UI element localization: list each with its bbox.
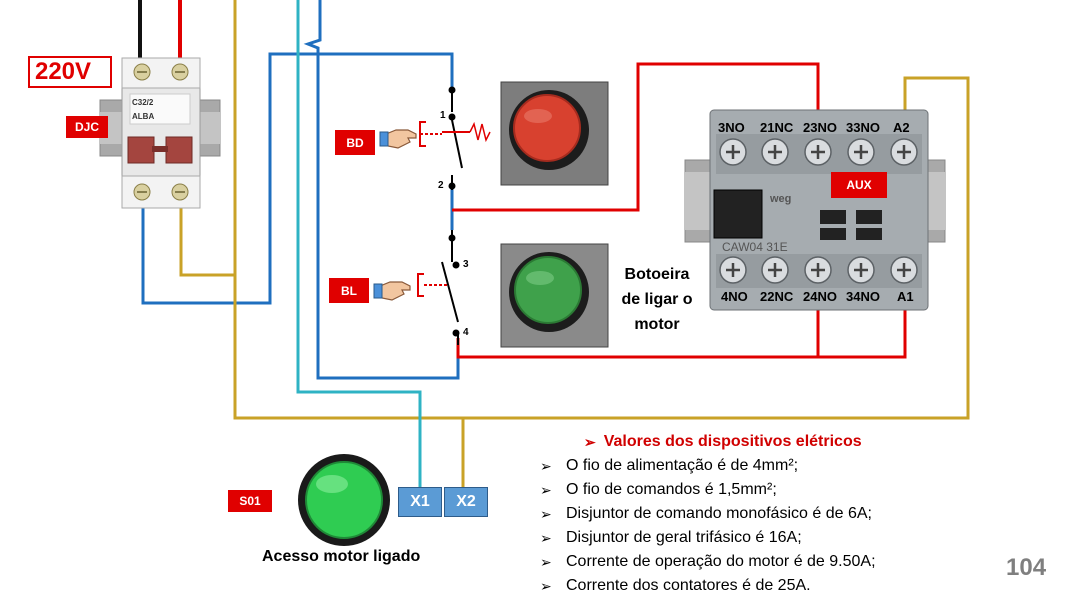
voltage-text: 220V — [34, 58, 92, 85]
contactor-screws — [719, 138, 918, 284]
tag-s01: S01 — [228, 490, 272, 512]
contactor-model: CAW04 31E — [722, 240, 788, 254]
switch-number-4: 4 — [463, 327, 469, 338]
red-push-button-photo — [500, 81, 609, 186]
tag-djc: DJC — [66, 116, 108, 138]
botoeira-caption-line: de ligar o — [621, 291, 693, 308]
switch-bl-symbol — [417, 230, 460, 345]
tag-bl: BL — [329, 278, 369, 303]
contactor-terminal-top: 23NO — [803, 120, 837, 135]
breaker-model: C32/2 — [132, 98, 154, 107]
list-item: ➢Corrente de operação do motor é de 9.50… — [540, 553, 876, 570]
switch-bd-symbol — [419, 86, 491, 190]
list-item: ➢Disjuntor de geral trifásico é 16A; — [540, 529, 802, 546]
voltage-label: 220V — [28, 56, 112, 88]
terminal-x2: X2 — [444, 487, 488, 517]
contactor-terminal-bottom: A1 — [897, 289, 914, 304]
contactor-terminal-bottom: 24NO — [803, 289, 837, 304]
green-push-button-photo — [500, 243, 609, 348]
breaker-toggle — [165, 136, 193, 164]
list-item: ➢O fio de comandos é 1,5mm²; — [540, 481, 777, 498]
contactor-terminal-top: 21NC — [760, 120, 794, 135]
list-item: ➢Disjuntor de comando monofásico é de 6A… — [540, 505, 872, 522]
breaker-device — [121, 57, 201, 209]
switch-number-1: 1 — [440, 110, 446, 121]
contactor-brand: weg — [770, 193, 792, 205]
arrow-bullet-icon: ➢ — [540, 457, 552, 474]
contactor-terminal-top: 3NO — [718, 120, 745, 135]
contactor-terminal-bottom: 4NO — [721, 289, 748, 304]
contactor-terminal-top: 33NO — [846, 120, 880, 135]
botoeira-caption-line: Botoeira — [624, 266, 690, 283]
contactor-terminal-bottom: 22NC — [760, 289, 794, 304]
red-wire-24no — [456, 300, 820, 359]
info-title: ➢ Valores dos dispositivos elétricos — [584, 430, 960, 454]
list-item: ➢Corrente dos contatores é de 25A. — [540, 577, 811, 594]
contactor-terminal-top: A2 — [893, 120, 910, 135]
arrow-bullet-icon: ➢ — [540, 577, 552, 594]
red-wire-23no — [452, 62, 820, 212]
arrow-bullet-icon: ➢ — [540, 529, 552, 546]
blue-wire-return — [303, 0, 460, 380]
botoeira-caption: Botoeira de ligar o motor — [614, 262, 700, 337]
arrow-bullet-icon: ➢ — [584, 433, 596, 450]
terminal-x1: X1 — [398, 487, 442, 517]
arrow-bullet-icon: ➢ — [540, 505, 552, 522]
device-values-list: ➢ Valores dos dispositivos elétricos ➢O … — [540, 430, 960, 598]
switch-number-2: 2 — [438, 180, 444, 191]
lamp-caption: Acesso motor ligado — [262, 548, 421, 565]
gold-wire-feed — [179, 0, 237, 277]
contactor-terminal-bottom: 34NO — [846, 289, 880, 304]
arrow-bullet-icon: ➢ — [540, 553, 552, 570]
tag-aux: AUX — [831, 172, 887, 198]
blue-wire-main — [141, 52, 454, 305]
gold-wire-a2 — [233, 76, 970, 420]
red-wire-a1 — [818, 300, 907, 359]
breaker-brand: ALBA — [132, 112, 155, 121]
tag-bd: BD — [335, 130, 375, 155]
list-item: ➢O fio de alimentação é de 4mm²; — [540, 457, 799, 474]
breaker-toggle — [127, 136, 155, 164]
arrow-bullet-icon: ➢ — [540, 481, 552, 498]
pointing-hand-icon — [379, 129, 417, 149]
switch-number-3: 3 — [463, 259, 469, 270]
botoeira-caption-line: motor — [634, 316, 680, 333]
info-title-text: Valores dos dispositivos elétricos — [603, 433, 862, 450]
cyan-wire-x1 — [296, 0, 422, 487]
pointing-hand-icon — [373, 281, 411, 301]
pilot-lamp — [298, 454, 390, 546]
page-number: 104 — [1006, 554, 1047, 581]
